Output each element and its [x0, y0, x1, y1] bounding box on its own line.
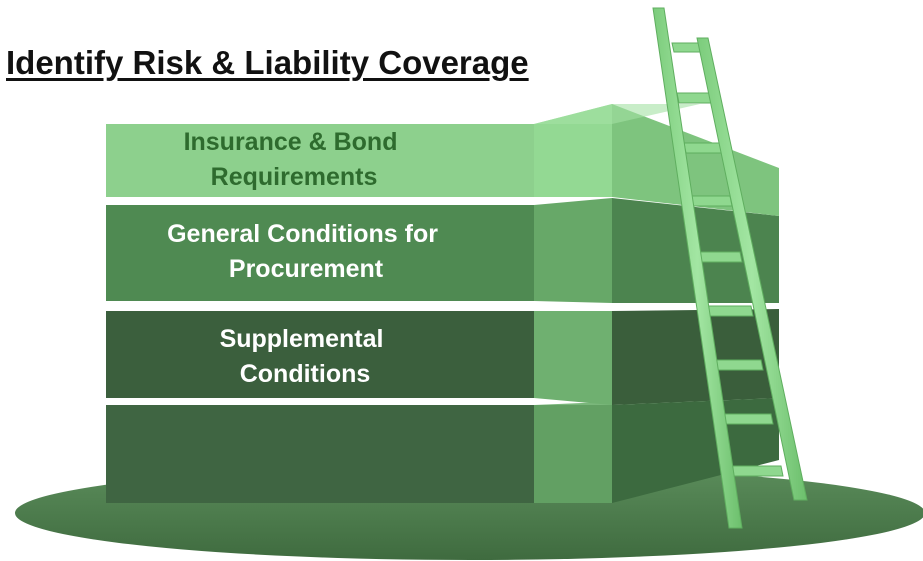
block-1	[106, 104, 779, 216]
slide-title: Identify Risk & Liability Coverage	[6, 44, 529, 81]
block-1-label-line2: Requirements	[211, 163, 378, 191]
block-3	[106, 309, 779, 405]
block-3-label-line1: Supplemental	[220, 325, 384, 353]
block-1-label: Insurance & Bond Requirements	[184, 128, 405, 191]
block-3-label-line2: Conditions	[240, 360, 371, 388]
block-2-label-line2: Procurement	[229, 255, 384, 283]
block-2-label: General Conditions for Procurement	[167, 220, 445, 283]
block-1-label-line1: Insurance & Bond	[184, 128, 398, 156]
ladder-icon	[652, 7, 808, 529]
block-2	[106, 198, 779, 303]
block-3-label: Supplemental Conditions	[220, 325, 391, 388]
block-2-label-line1: General Conditions for	[167, 220, 438, 248]
